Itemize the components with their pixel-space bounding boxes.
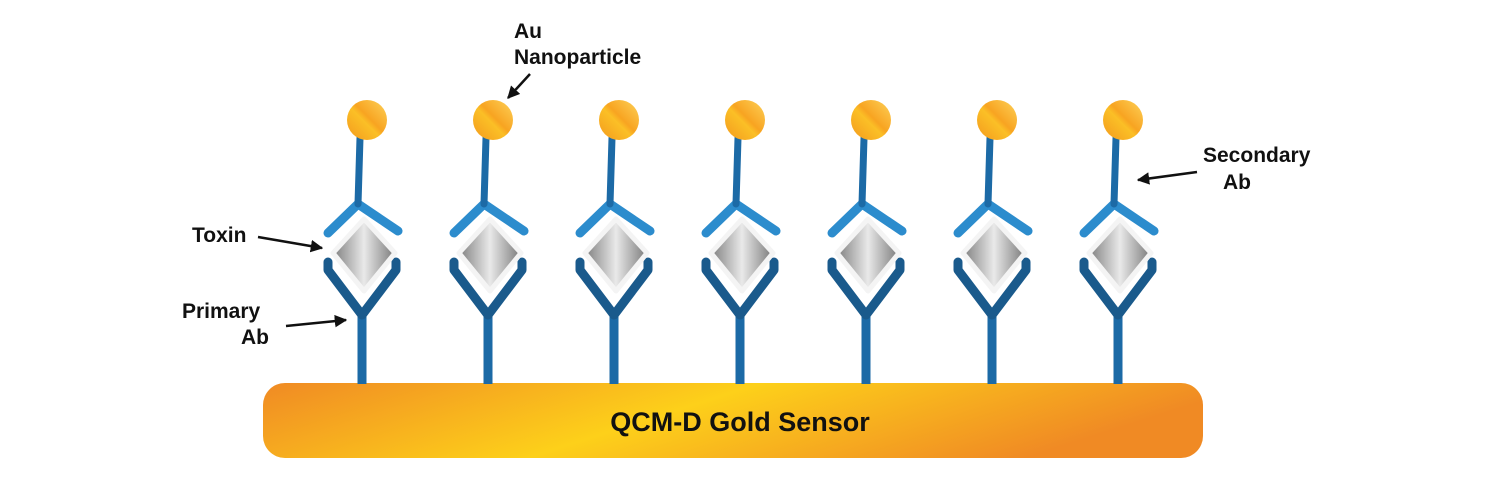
antibody-assemblies <box>323 100 1159 384</box>
annotation-primary-ab: Primary Ab <box>182 300 348 349</box>
antibody-assembly <box>575 100 655 384</box>
primary-ab-arms <box>575 257 653 320</box>
au-nanoparticle <box>977 100 1017 140</box>
primary-ab-label-line1: Primary <box>182 300 261 323</box>
primary-ab-arms <box>323 257 401 320</box>
toxin-diamond <box>708 216 776 294</box>
toxin-label: Toxin <box>192 224 246 247</box>
primary-ab-arrow <box>285 314 348 328</box>
primary-ab-arms <box>827 257 905 320</box>
primary-ab-arms <box>449 257 527 320</box>
gold-sensor-plate <box>263 383 1203 458</box>
antibody-assembly <box>953 100 1033 384</box>
au-nanoparticle <box>473 100 513 140</box>
toxin-arrow <box>257 235 324 253</box>
secondary-ab-label-line2: Ab <box>1223 171 1251 194</box>
au-nanoparticle <box>1103 100 1143 140</box>
annotation-au-nanoparticle: Au Nanoparticle <box>507 20 641 99</box>
au-nanoparticle <box>347 100 387 140</box>
annotation-toxin: Toxin <box>192 224 324 253</box>
annotation-secondary-ab: Secondary Ab <box>1136 144 1311 194</box>
au-nanoparticle <box>725 100 765 140</box>
toxin-diamond <box>1086 216 1154 294</box>
antibody-assembly <box>701 100 781 384</box>
secondary-ab-label-line1: Secondary <box>1203 144 1311 167</box>
au-nanoparticle-label-line2: Nanoparticle <box>514 46 641 69</box>
au-nanoparticle-label-line1: Au <box>514 20 542 43</box>
toxin-diamond <box>582 216 650 294</box>
au-nanoparticle <box>851 100 891 140</box>
antibody-assembly <box>323 100 403 384</box>
antibody-assembly <box>449 100 529 384</box>
toxin-diamond <box>330 216 398 294</box>
gold-sensor: QCM-D Gold Sensor <box>263 383 1203 458</box>
au-nanoparticle-arrow <box>507 73 531 99</box>
antibody-assembly <box>1079 100 1159 384</box>
au-nanoparticle <box>599 100 639 140</box>
secondary-ab-arrow <box>1136 170 1198 185</box>
primary-ab-arms <box>1079 257 1157 320</box>
gold-sensor-label: QCM-D Gold Sensor <box>610 407 870 437</box>
primary-ab-arms <box>953 257 1031 320</box>
toxin-diamond <box>834 216 902 294</box>
antibody-assembly <box>827 100 907 384</box>
toxin-diamond <box>456 216 524 294</box>
primary-ab-label-line2: Ab <box>241 326 269 349</box>
toxin-diamond <box>960 216 1028 294</box>
primary-ab-arms <box>701 257 779 320</box>
